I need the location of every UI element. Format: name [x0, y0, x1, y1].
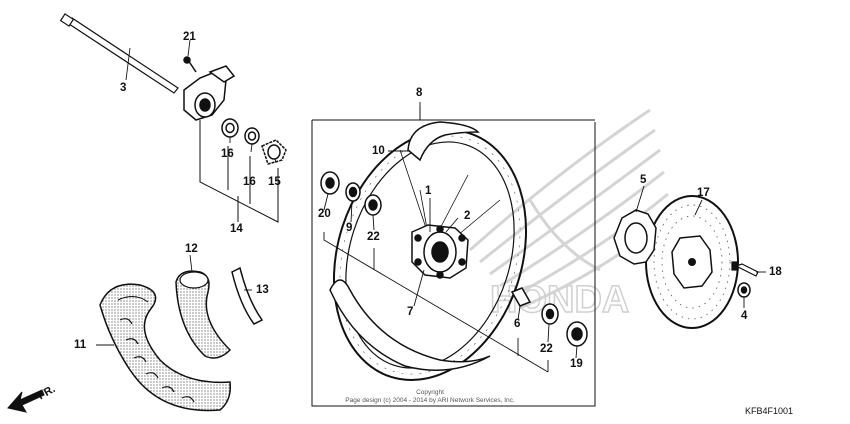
- wheel-group-bracket: [323, 232, 549, 373]
- diagram-code: KFB4F1001: [745, 406, 794, 416]
- group-bracket-14: [199, 120, 279, 223]
- callout-20: 20: [318, 208, 331, 220]
- brake-disc-17: [645, 195, 739, 329]
- hub: [411, 224, 469, 279]
- callout-15: 15: [268, 176, 281, 188]
- tube-12: [175, 270, 232, 359]
- callout-14: 14: [230, 223, 243, 235]
- rim: [332, 128, 528, 382]
- callout-13: 13: [256, 284, 269, 296]
- seal-19: [566, 321, 588, 347]
- hub-plate-5: [613, 209, 657, 265]
- callout-6: 6: [514, 318, 521, 330]
- callout-17: 17: [697, 187, 710, 199]
- callout-7: 7: [407, 306, 414, 318]
- callout-22a: 22: [367, 231, 380, 243]
- honda-watermark-text: HONDA: [490, 279, 629, 321]
- bearing-20: [320, 171, 340, 195]
- axle-3: [59, 13, 179, 94]
- rim-strip-13: [231, 266, 264, 325]
- callout-9: 9: [346, 222, 353, 234]
- bearing-22-right: [541, 303, 559, 325]
- callout-1: 1: [425, 185, 432, 197]
- bearing-22-left: [364, 194, 382, 216]
- speedometer-gearbox: [183, 56, 236, 121]
- callout-8: 8: [416, 87, 423, 99]
- washer-16a: [221, 118, 239, 138]
- callout-10: 10: [372, 145, 385, 157]
- rim-band-10: [407, 121, 480, 162]
- washer-16b: [244, 127, 260, 145]
- callout-4: 4: [741, 310, 748, 322]
- leader-lines: [96, 39, 766, 359]
- front-direction-arrow: [7, 389, 45, 413]
- drive-gear-15: [261, 139, 287, 165]
- callout-3: 3: [120, 82, 127, 94]
- callout-2: 2: [464, 210, 471, 222]
- callout-21: 21: [183, 31, 196, 43]
- callout-5: 5: [640, 174, 647, 186]
- callout-16b: 16: [243, 176, 256, 188]
- callout-11: 11: [74, 339, 87, 351]
- callout-22b: 22: [540, 343, 553, 355]
- copyright-line-1: Copyright: [416, 389, 444, 396]
- callout-19: 19: [570, 358, 583, 370]
- rim-lower-section: [329, 279, 491, 371]
- collar-6: [510, 287, 532, 307]
- callout-18: 18: [769, 266, 782, 278]
- callout-16a: 16: [221, 148, 234, 160]
- copyright-block: Copyright Page design (c) 2004 - 2014 by…: [330, 389, 530, 405]
- nut-4: [737, 282, 751, 298]
- spacer-9: [345, 182, 361, 202]
- callout-12: 12: [185, 243, 198, 255]
- tire-11: [99, 283, 232, 412]
- copyright-line-2: Page design (c) 2004 - 2014 by ARI Netwo…: [345, 397, 515, 404]
